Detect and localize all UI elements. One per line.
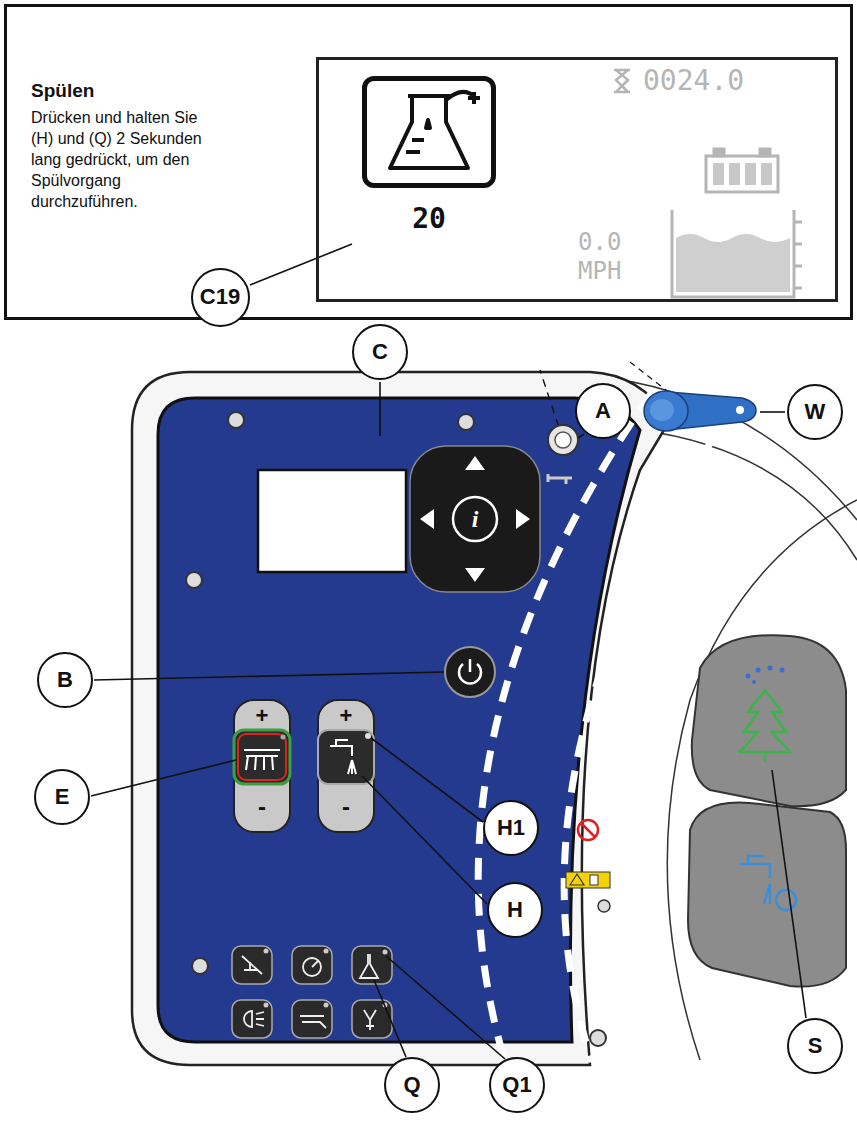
- callout-number: W: [805, 399, 826, 425]
- stickers: [566, 820, 610, 912]
- callout-number: H: [507, 897, 523, 923]
- callout-circle: H: [487, 882, 543, 938]
- callout-circle: H1: [483, 800, 539, 856]
- counter-value: 20: [367, 202, 491, 235]
- button-sign: +: [340, 705, 353, 727]
- display-window: [258, 470, 406, 572]
- key-guide: [630, 362, 666, 390]
- hourglass-icon: [614, 70, 630, 92]
- key-switch: [548, 425, 578, 484]
- screen-text: 0024.0: [643, 64, 823, 97]
- screws: [186, 412, 606, 1046]
- callout-circle: W: [787, 384, 843, 440]
- callout-circle: B: [37, 652, 93, 708]
- callout-circle: E: [34, 769, 90, 825]
- callout-number: Q1: [502, 1072, 531, 1098]
- function-icon-box: 20: [362, 76, 496, 188]
- callout-number: Q: [403, 1072, 420, 1098]
- function-buttons: [232, 946, 392, 1038]
- leader-line: [760, 411, 785, 413]
- callout-circle: S: [787, 1018, 843, 1074]
- callout-circle: Q1: [489, 1057, 545, 1113]
- led-dots: [264, 949, 388, 1008]
- key-fob: [644, 391, 756, 431]
- button-sign: +: [256, 705, 269, 727]
- callout-number: B: [57, 667, 73, 693]
- callout-number: E: [55, 784, 70, 810]
- callout-circle: Q: [384, 1057, 440, 1113]
- water-button: [318, 700, 374, 832]
- callout-number: H1: [497, 815, 525, 841]
- brush-button: [234, 700, 290, 832]
- callout-number: C19: [200, 284, 240, 310]
- callout-number: S: [808, 1033, 823, 1059]
- button-sign: -: [342, 795, 350, 819]
- power-button: [445, 647, 495, 697]
- control-panel: [158, 398, 640, 1042]
- info-letter: i: [472, 507, 479, 531]
- leader-line: [250, 244, 352, 285]
- screen-text: Drücken und halten Sie (H) und (Q) 2 Sek…: [31, 107, 223, 212]
- display-screen: 0024.0 0.0 MPH 20: [316, 57, 838, 302]
- battery-icon: [706, 149, 778, 192]
- heading-text: Spülen: [31, 80, 231, 102]
- dashed-arc: [564, 440, 712, 1062]
- nav-pad: [410, 446, 540, 592]
- paddle-switches: [688, 635, 846, 986]
- callout-number: C: [372, 339, 388, 365]
- screen-text: 0.0 MPH: [578, 228, 640, 286]
- callout-circle: C19: [191, 268, 250, 327]
- button-sign: -: [258, 795, 266, 819]
- button-glyphs: [242, 954, 378, 1030]
- leader-lines: [91, 382, 806, 1059]
- instruction-frame: SpülenDrücken und halten Sie (H) und (Q)…: [4, 4, 853, 320]
- callout-circle: C: [352, 324, 408, 380]
- flush-icon: [390, 92, 480, 168]
- callout-circle: A: [575, 383, 631, 439]
- tank-icon: [672, 210, 802, 297]
- callout-number: A: [595, 398, 611, 424]
- steering-arcs: [610, 378, 857, 1060]
